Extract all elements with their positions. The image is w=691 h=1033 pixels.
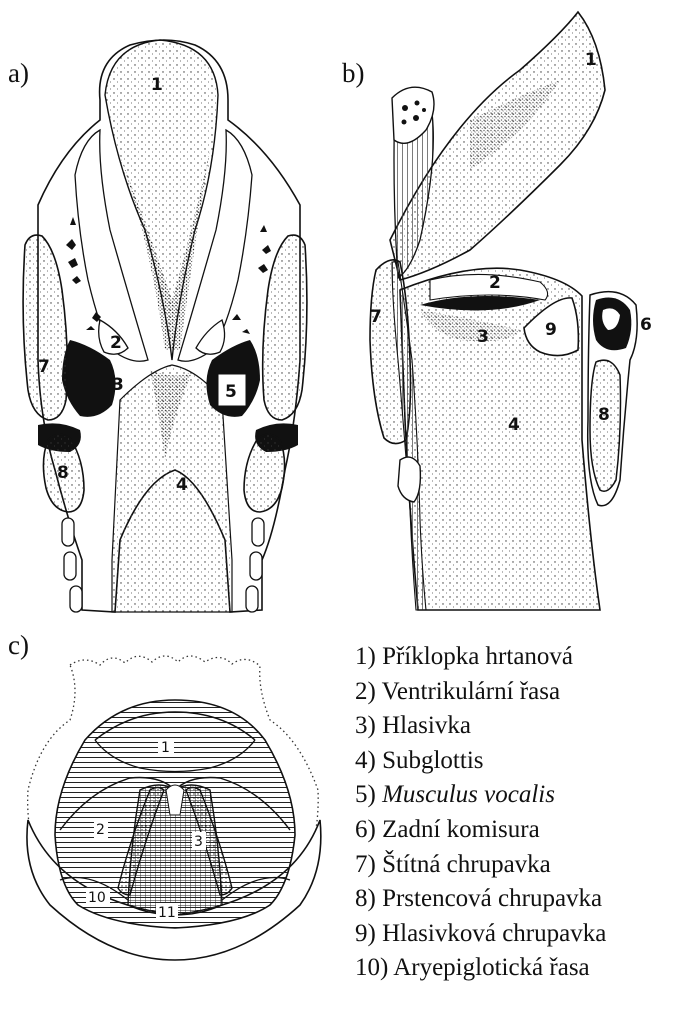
fig-a-label-3: 3: [112, 375, 124, 395]
legend-text: Zadní komisura: [382, 816, 540, 843]
figure-c-laryngoscopic-view: 1 2 3 10 11: [27, 656, 321, 960]
legend-number: 9): [355, 920, 376, 947]
legend-item: 6) Zadní komisura: [355, 813, 606, 848]
fig-a-label-4: 4: [176, 475, 188, 495]
legend-text: Prstencová chrupavka: [382, 885, 602, 912]
legend-item: 9) Hlasivková chrupavka: [355, 917, 606, 952]
fig-a-label-7: 7: [38, 357, 50, 377]
fig-c-label-2: 2: [96, 822, 105, 838]
legend-text: Subglottis: [382, 747, 483, 774]
legend-number: 2): [355, 678, 376, 705]
legend-item: 1) Příklopka hrtanová: [355, 640, 606, 675]
legend-item: 3) Hlasivka: [355, 709, 606, 744]
fig-c-label-3: 3: [194, 834, 203, 850]
legend-text: Štítná chrupavka: [382, 851, 551, 878]
fig-b-label-7: 7: [370, 307, 382, 327]
fig-b-label-1: 1: [585, 50, 597, 70]
legend-number: 5): [355, 781, 376, 808]
legend-item: 8) Prstencová chrupavka: [355, 882, 606, 917]
legend-item: 5) Musculus vocalis: [355, 778, 606, 813]
legend-text: Musculus vocalis: [382, 781, 555, 808]
fig-b-label-8: 8: [598, 405, 610, 425]
fig-b-label-2: 2: [489, 273, 501, 293]
fig-c-label-10: 10: [88, 890, 106, 906]
fig-a-label-2: 2: [110, 333, 122, 353]
legend-text: Hlasivková chrupavka: [382, 920, 606, 947]
fig-b-label-3: 3: [477, 327, 489, 347]
fig-b-label-9: 9: [545, 320, 557, 340]
legend-number: 6): [355, 816, 376, 843]
legend-number: 7): [355, 851, 376, 878]
fig-a-label-1: 1: [151, 75, 163, 95]
fig-b-label-6: 6: [640, 315, 652, 335]
legend-number: 4): [355, 747, 376, 774]
figure-b-sagittal-section: 1 2 3 4 6 7 8 9: [370, 12, 652, 610]
legend-list: 1) Příklopka hrtanová 2) Ventrikulární ř…: [355, 640, 606, 986]
fig-c-label-11: 11: [158, 905, 176, 921]
fig-c-label-1: 1: [161, 740, 170, 756]
legend-text: Aryepiglotická řasa: [393, 954, 589, 981]
legend-number: 1): [355, 643, 376, 670]
legend-item: 10) Aryepiglotická řasa: [355, 951, 606, 986]
legend-text: Ventrikulární řasa: [382, 678, 560, 705]
legend-item: 4) Subglottis: [355, 744, 606, 779]
fig-a-label-8: 8: [57, 463, 69, 483]
legend-item: 2) Ventrikulární řasa: [355, 675, 606, 710]
legend-text: Hlasivka: [382, 712, 471, 739]
legend-number: 8): [355, 885, 376, 912]
legend-number: 3): [355, 712, 376, 739]
legend-item: 7) Štítná chrupavka: [355, 848, 606, 883]
legend-number: 10): [355, 954, 388, 981]
legend-text: Příklopka hrtanová: [382, 643, 573, 670]
fig-b-label-4: 4: [508, 415, 520, 435]
figure-a-coronal-section: 1 2 3 4 5 7 8: [23, 40, 307, 612]
fig-a-label-5: 5: [225, 382, 237, 402]
